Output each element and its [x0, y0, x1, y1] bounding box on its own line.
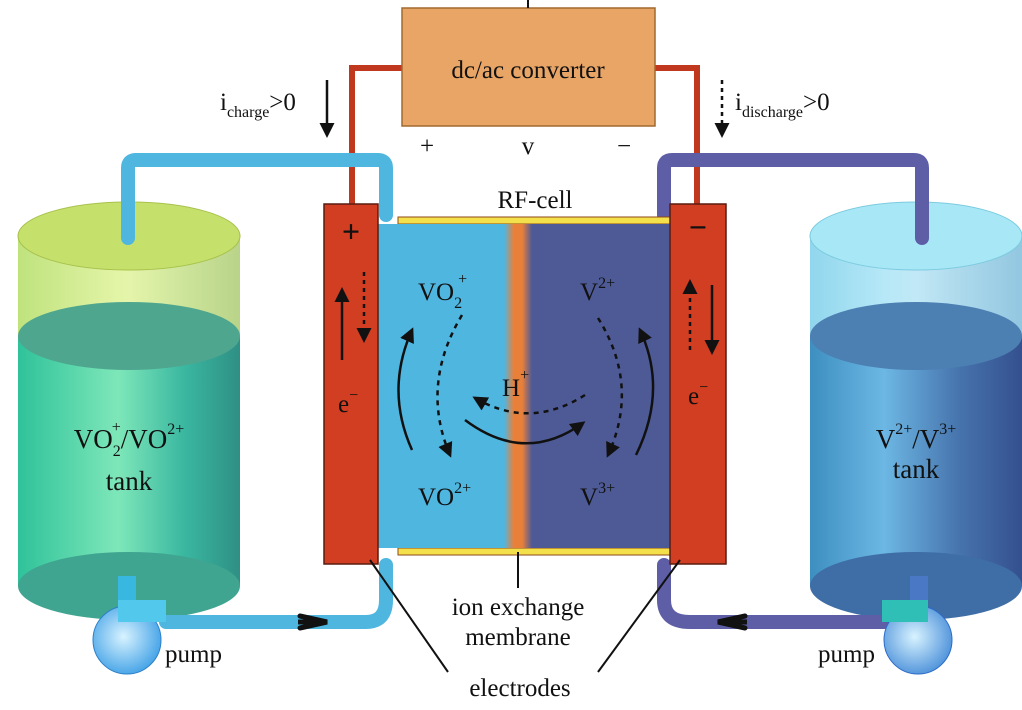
charge-current-label: icharge>0	[220, 89, 296, 121]
positive-electrode	[323, 203, 379, 565]
cell-bottom-edge	[397, 547, 671, 556]
right-tank-label: V2+/V3+	[876, 421, 957, 454]
left-flow-arrow	[297, 613, 328, 631]
left-tank-label: VO2+/VO2+	[74, 419, 185, 460]
electrode-pointer-left	[369, 559, 449, 673]
cell-top-edge	[397, 216, 671, 225]
negative-electrode	[669, 203, 727, 565]
dc-ac-converter-box	[401, 7, 656, 127]
electrodes-label: electrodes	[469, 675, 570, 702]
reaction-arrows	[397, 314, 655, 458]
negative-electrode-sign: −	[689, 209, 707, 245]
left-pump	[92, 576, 166, 675]
ion-v-2plus: V2+	[580, 275, 615, 306]
catholyte-pipes	[121, 153, 393, 629]
right-tank	[809, 201, 1022, 620]
converter-label: dc/ac converter	[451, 57, 605, 84]
ion-exchange-membrane	[504, 224, 532, 548]
rf-cell-title: RF-cell	[498, 187, 573, 214]
left-electron-label: e−	[338, 387, 358, 418]
ion-h-plus: H+	[502, 367, 529, 402]
anolyte-half-cell	[530, 224, 670, 548]
positive-electrode-sign: +	[342, 213, 360, 249]
converter-plus-sign: +	[420, 133, 434, 160]
right-pump-label: pump	[818, 641, 875, 668]
anolyte-pipes	[657, 153, 929, 629]
left-tank	[17, 201, 241, 620]
discharge-current-label: idischarge>0	[735, 89, 830, 121]
electrode-pointer-right	[597, 559, 681, 673]
membrane-label-line1: ion exchange	[452, 594, 585, 621]
right-pump	[882, 576, 953, 675]
left-pump-label: pump	[165, 641, 222, 668]
left-tank-word: tank	[106, 466, 153, 496]
ion-vo-2plus: VO2+	[418, 480, 471, 511]
right-electron-label: e−	[688, 379, 708, 410]
converter-minus-sign: −	[617, 133, 631, 160]
right-flow-arrow	[717, 613, 748, 631]
ion-v-3plus: V3+	[580, 480, 615, 511]
converter-voltage-label: v	[522, 133, 535, 160]
ion-vo2-plus: VO2+	[418, 271, 467, 312]
membrane-label-line2: membrane	[465, 624, 571, 651]
right-tank-word: tank	[893, 454, 940, 484]
